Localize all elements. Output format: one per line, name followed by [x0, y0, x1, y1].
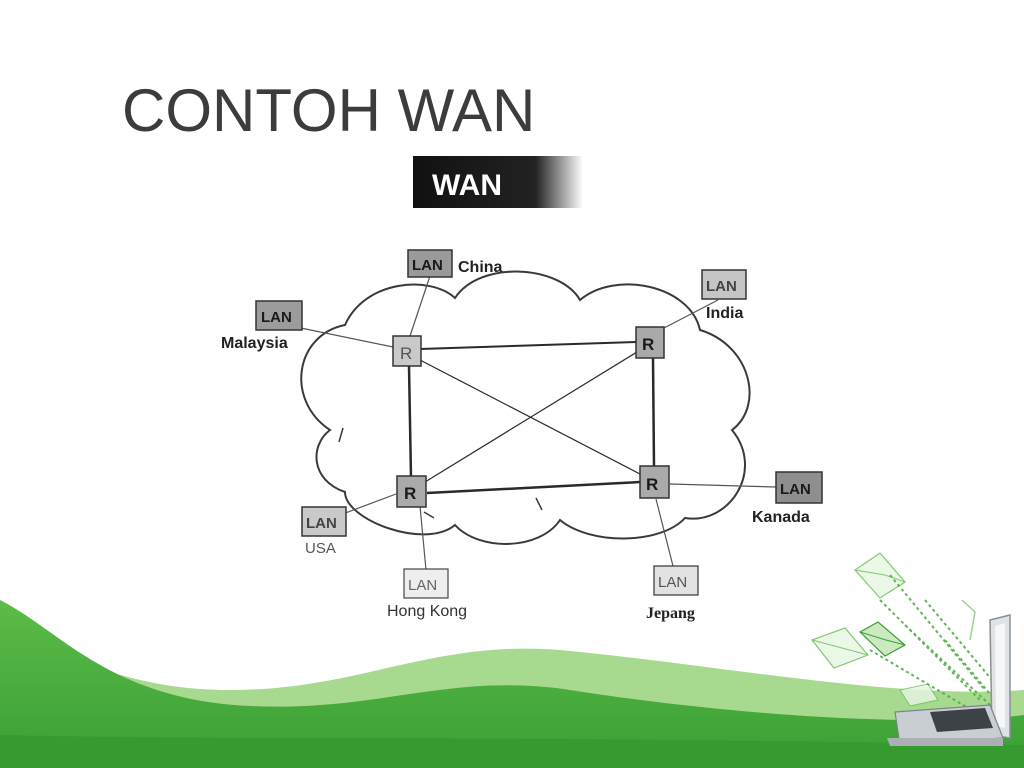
router-label: R — [646, 475, 658, 494]
lan-malaysia: LAN Malaysia — [221, 300, 303, 352]
wan-header: WAN — [413, 156, 583, 208]
wan-cloud — [300, 270, 751, 545]
router-label: R — [404, 484, 416, 503]
envelope-icon — [854, 552, 906, 599]
router-label: R — [642, 335, 654, 354]
router-links — [407, 341, 656, 495]
lan-label: LAN — [408, 577, 437, 594]
laptop-icon — [887, 614, 1011, 746]
router-usa-link: R — [396, 475, 427, 508]
lan-label: LAN — [261, 309, 292, 326]
node-label-kanada: Kanada — [752, 509, 810, 526]
router-india-link: R — [635, 326, 665, 359]
lan-usa: LAN USA — [301, 506, 347, 557]
node-label-jepang: Jepang — [646, 605, 695, 622]
lan-label: LAN — [306, 515, 337, 532]
node-label-china: China — [458, 259, 503, 276]
node-label-usa: USA — [305, 540, 336, 557]
lan-label: LAN — [780, 481, 811, 498]
lan-jepang: LAN Jepang — [646, 565, 699, 622]
wan-header-text: WAN — [432, 169, 502, 202]
lan-label: LAN — [412, 257, 443, 274]
lan-kanada: LAN Kanada — [752, 471, 823, 526]
envelope-icon — [858, 621, 907, 657]
laptop-envelopes-illustration — [811, 552, 1011, 746]
lan-india: LAN India — [701, 269, 747, 322]
node-label-hong-kong: Hong Kong — [387, 603, 467, 620]
lan-china: LAN China — [407, 249, 503, 278]
lan-links — [295, 275, 777, 571]
node-label-india: India — [706, 305, 743, 322]
slide-title: CONTOH WAN — [122, 77, 536, 144]
node-label-malaysia: Malaysia — [221, 335, 288, 352]
lan-hong-kong: LAN Hong Kong — [387, 568, 467, 620]
router-china-link: R — [392, 335, 422, 367]
lan-label: LAN — [658, 574, 687, 591]
router-jepang-link: R — [639, 465, 670, 499]
footer-wave — [0, 600, 1024, 768]
router-label: R — [400, 344, 412, 363]
envelope-icon — [899, 683, 939, 707]
lan-label: LAN — [706, 278, 737, 295]
envelope-icon — [811, 627, 870, 669]
